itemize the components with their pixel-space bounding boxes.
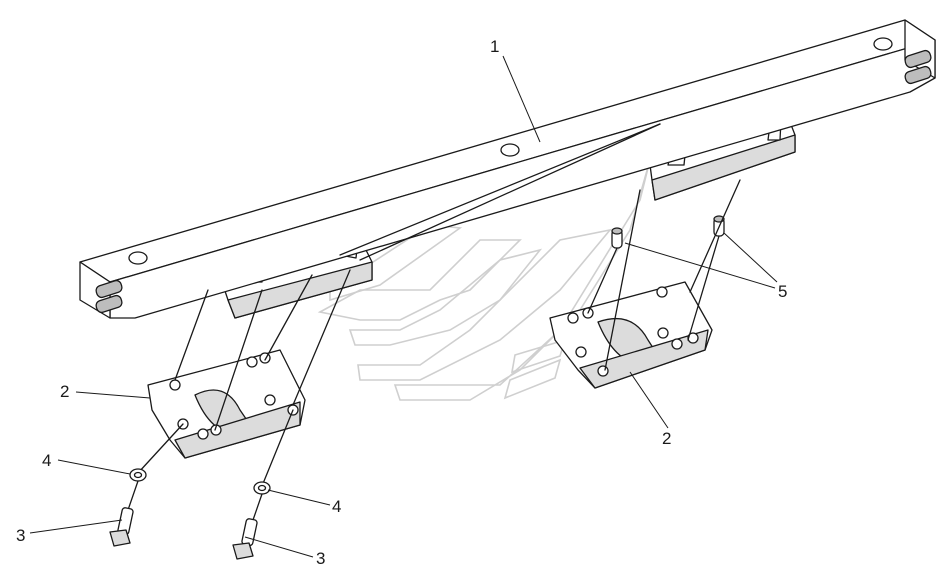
left-clamp-block	[147, 349, 306, 459]
brace-lines	[339, 123, 661, 261]
bolts	[109, 480, 263, 560]
beam-hole-right	[873, 37, 893, 51]
beam-hole-center	[500, 143, 520, 157]
bolt-right	[241, 518, 258, 547]
callout-3-left: 3	[16, 526, 25, 545]
callout-2-right: 2	[662, 429, 671, 448]
beam-hole-left	[128, 251, 148, 265]
main-beam	[79, 19, 936, 319]
callout-4-left: 4	[42, 451, 51, 470]
callout-3-right: 3	[316, 549, 325, 568]
washers	[129, 468, 271, 495]
alignment-lines	[137, 179, 741, 487]
callout-labels: 1 2 2 3 3 4 4 5	[16, 37, 787, 568]
right-clamp-block	[549, 281, 713, 389]
callout-5: 5	[778, 282, 787, 301]
callout-1: 1	[490, 37, 499, 56]
watermark-logo	[317, 159, 651, 401]
callout-leaders	[29, 55, 778, 558]
callout-2-left: 2	[60, 382, 69, 401]
callout-4-right: 4	[332, 497, 341, 516]
